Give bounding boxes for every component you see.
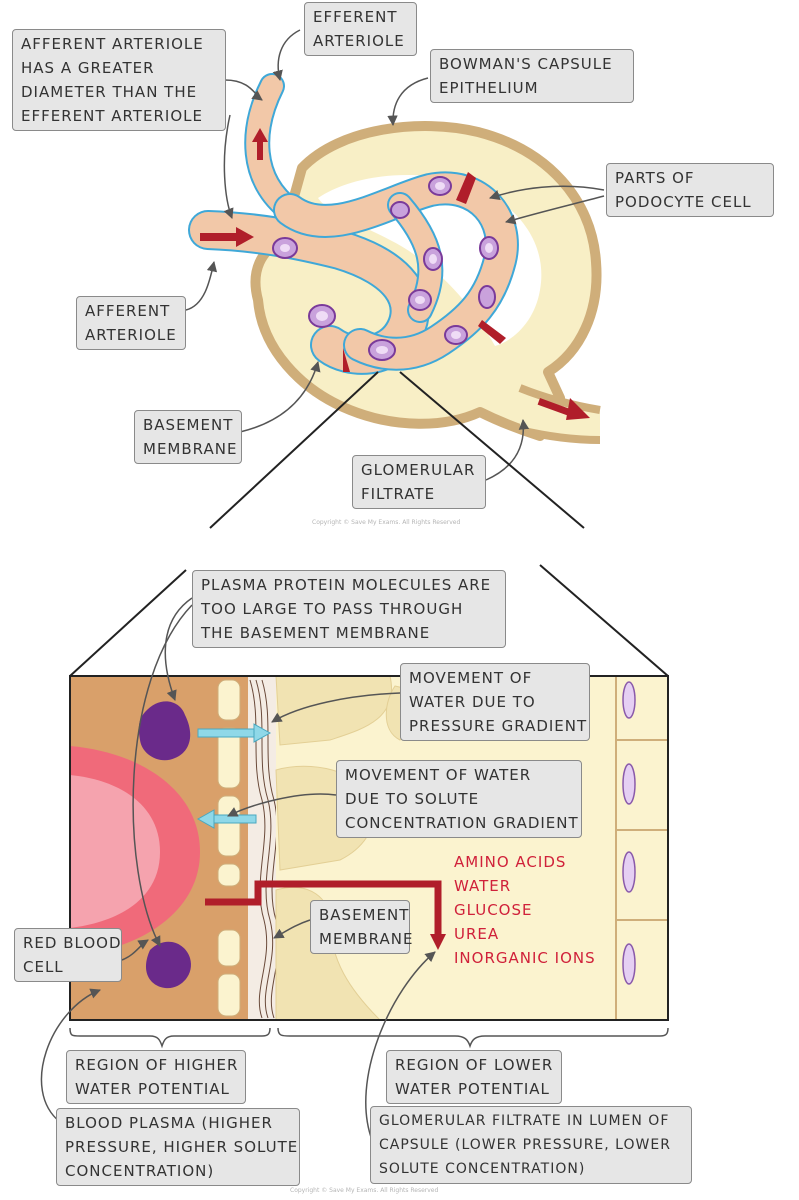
bottom-leader-lines [40,597,436,1141]
enlarged-membrane-section [69,675,669,1049]
glomerulus-capillaries [188,73,519,375]
substance-item: UREA [454,925,500,943]
top-leader-lines [185,29,605,481]
substance-item: INORGANIC IONS [454,949,596,967]
substance-item: AMINO ACIDS [454,853,567,871]
copyright-bottom: Copyright © Save My Exams. All Rights Re… [290,1187,439,1194]
zoom-lines [69,371,669,677]
substance-item: GLUCOSE [454,901,533,919]
copyright-top: Copyright © Save My Exams. All Rights Re… [312,519,461,526]
blood-flow-arrows [200,128,590,420]
filtered-substances-list: AMINO ACIDS WATER GLUCOSE UREA INORGANIC… [454,850,596,970]
substance-item: WATER [454,877,512,895]
